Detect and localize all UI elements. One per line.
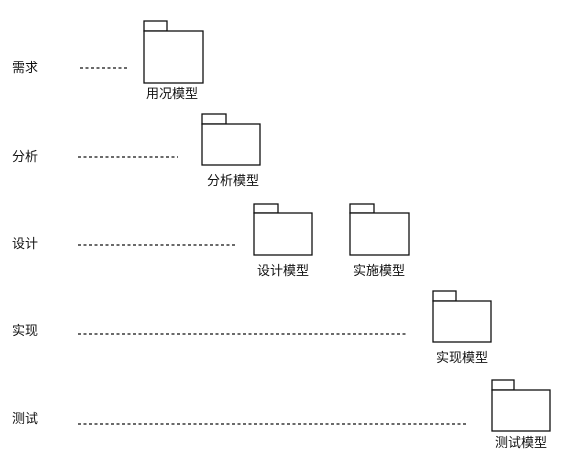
phase-label-implementation: 实现 [12,324,38,339]
model-label-design-model: 设计模型 [257,264,309,279]
package-icon-use-case-model [143,20,204,84]
model-label-deployment-model: 实施模型 [353,264,405,279]
model-label-use-case-model: 用况模型 [146,87,198,102]
phase-label-design: 设计 [12,237,38,252]
model-label-implementation-model: 实现模型 [436,351,488,366]
model-label-test-model: 测试模型 [495,436,547,451]
phase-label-requirements: 需求 [12,61,38,76]
phase-label-analysis: 分析 [12,150,38,165]
package-icon-design-model [253,203,313,256]
package-icon-test-model [491,379,551,432]
package-icon-analysis-model [201,113,261,166]
package-icon-implementation-model [432,290,492,343]
model-label-analysis-model: 分析模型 [207,174,259,189]
package-icon-deployment-model [349,203,410,256]
phase-label-testing: 测试 [12,412,38,427]
